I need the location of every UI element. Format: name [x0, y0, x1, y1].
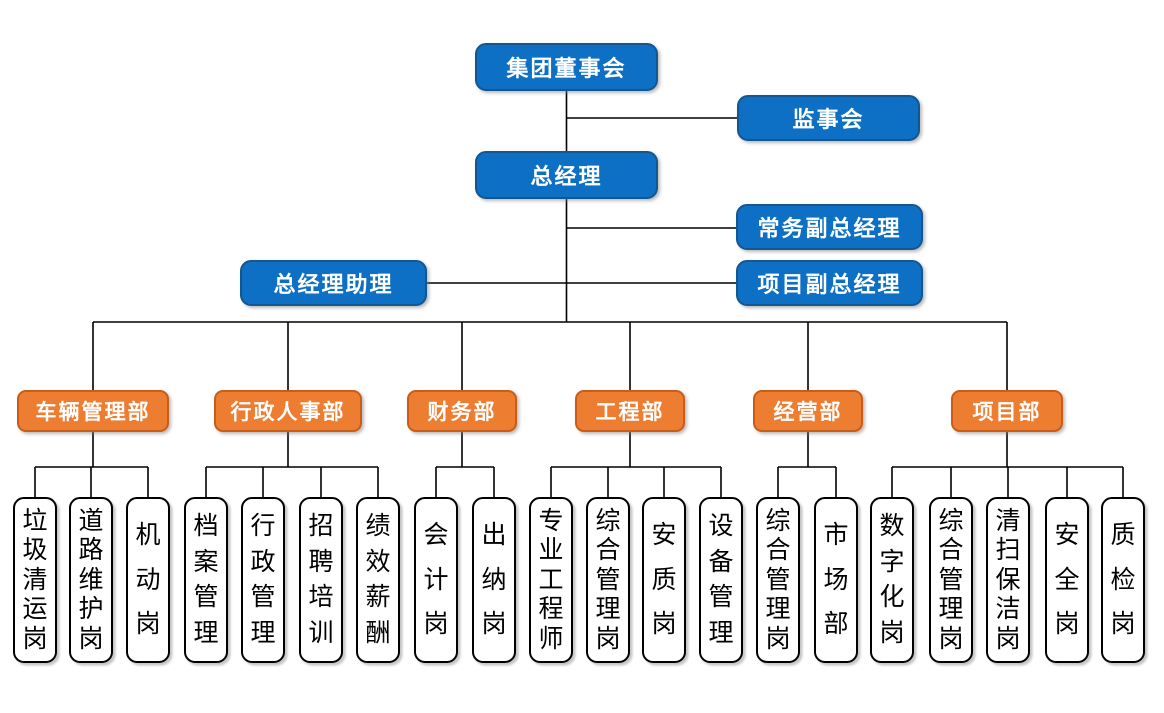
node-pos-quality-inspection: 质检岗 — [1101, 497, 1145, 663]
node-pos-performance-payroll: 绩效薪酬 — [356, 497, 400, 663]
node-general-manager: 总经理 — [475, 151, 658, 199]
node-pos-safety: 安全岗 — [1045, 497, 1089, 663]
node-pos-professional-engineer: 专业工程师 — [529, 497, 573, 663]
node-dept-operations: 经营部 — [753, 390, 863, 432]
node-gm-assistant: 总经理助理 — [240, 260, 427, 306]
node-pos-mobile: 机动岗 — [126, 497, 170, 663]
node-pos-recruit-training: 招聘培训 — [299, 497, 343, 663]
node-supervisory-board: 监事会 — [737, 95, 920, 141]
node-pos-general-management-proj: 综合管理岗 — [929, 497, 973, 663]
node-dept-vehicle-management: 车辆管理部 — [17, 390, 169, 432]
node-pos-accounting: 会计岗 — [414, 497, 458, 663]
node-pos-safety-quality: 安质岗 — [642, 497, 686, 663]
node-pos-cashier: 出纳岗 — [472, 497, 516, 663]
node-pos-equipment-management: 设备管理 — [699, 497, 743, 663]
node-project-deputy-gm: 项目副总经理 — [736, 260, 923, 306]
node-group-board: 集团董事会 — [475, 43, 658, 91]
node-pos-archives-management: 档案管理 — [184, 497, 228, 663]
node-pos-cleaning: 清扫保洁岗 — [986, 497, 1030, 663]
node-dept-project: 项目部 — [951, 390, 1063, 432]
node-pos-road-maintenance: 道路维护岗 — [69, 497, 113, 663]
node-dept-engineering: 工程部 — [575, 390, 685, 432]
node-pos-digitalization: 数字化岗 — [870, 497, 914, 663]
node-pos-market: 市场部 — [814, 497, 858, 663]
node-pos-general-management-ops: 综合管理岗 — [756, 497, 800, 663]
node-pos-admin-management: 行政管理 — [241, 497, 285, 663]
node-pos-garbage-collection: 垃圾清运岗 — [13, 497, 57, 663]
node-pos-general-management-eng: 综合管理岗 — [586, 497, 630, 663]
node-executive-deputy-gm: 常务副总经理 — [736, 204, 923, 250]
node-dept-admin-hr: 行政人事部 — [214, 390, 362, 432]
node-dept-finance: 财务部 — [407, 390, 517, 432]
